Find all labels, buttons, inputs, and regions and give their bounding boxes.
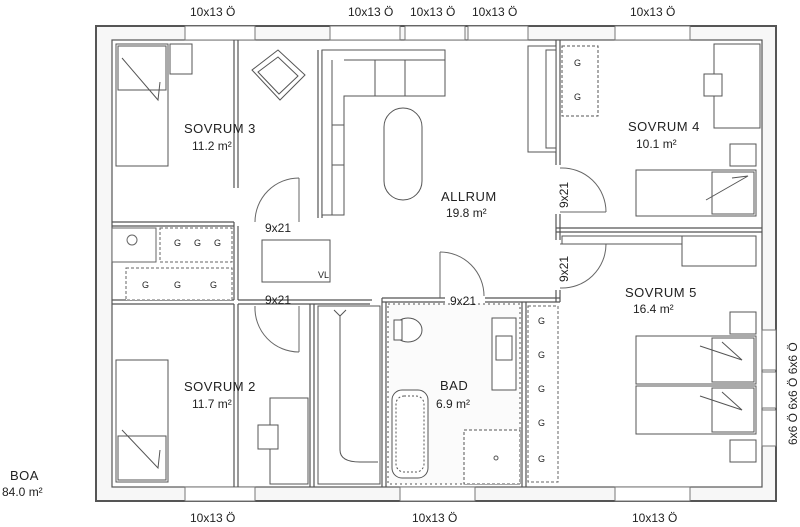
- svg-text:G: G: [174, 280, 181, 290]
- door-label: 9x21: [557, 256, 571, 282]
- window-label: 10x13 Ö: [630, 5, 675, 19]
- window-label: 10x13 Ö: [410, 5, 455, 19]
- svg-text:G: G: [538, 418, 545, 428]
- svg-text:G: G: [538, 316, 545, 326]
- room-name-sovrum5: SOVRUM 5: [625, 285, 697, 300]
- room-area-sovrum2: 11.7 m²: [192, 397, 232, 411]
- window-label: 10x13 Ö: [472, 5, 517, 19]
- svg-text:G: G: [194, 238, 201, 248]
- window-label: 10x13 Ö: [190, 5, 235, 19]
- room-area-bad: 6.9 m²: [436, 397, 470, 411]
- boa-label: BOA: [10, 468, 39, 483]
- svg-text:G: G: [174, 238, 181, 248]
- svg-text:G: G: [214, 238, 221, 248]
- svg-text:G: G: [142, 280, 149, 290]
- room-labels: SOVRUM 3 11.2 m² SOVRUM 4 10.1 m² ALLRUM…: [184, 119, 700, 411]
- bath-cabinets: [527, 305, 559, 483]
- window-label: 10x13 Ö: [412, 511, 457, 525]
- sovrum4-marks: G G: [574, 58, 581, 102]
- right-window-openings: [761, 329, 777, 447]
- bed-sovrum2: [115, 359, 309, 485]
- right-window-label: 6x6 Ö 6x6 Ö 6x6 Ö: [786, 342, 800, 445]
- room-name-allrum: ALLRUM: [441, 189, 497, 204]
- door-label: 9x21: [450, 294, 476, 308]
- ventilation-label: VL: [318, 270, 329, 280]
- door-label: 9x21: [265, 293, 291, 307]
- coffee-table: [383, 107, 423, 201]
- room-name-bad: BAD: [440, 378, 468, 393]
- sovrum5-furniture: [635, 235, 757, 463]
- door-labels: 9x21 9x21 9x21 9x21 9x21: [265, 182, 571, 308]
- shower-column: [317, 305, 381, 485]
- room-area-sovrum5: 16.4 m²: [633, 302, 674, 316]
- svg-text:G: G: [538, 384, 545, 394]
- bottom-window-openings: [184, 486, 691, 502]
- boa-summary: BOA 84.0 m²: [2, 468, 43, 499]
- svg-text:G: G: [538, 350, 545, 360]
- room-name-sovrum3: SOVRUM 3: [184, 121, 256, 136]
- top-window-openings: [184, 25, 691, 41]
- window-label: 10x13 Ö: [348, 5, 393, 19]
- hall-wardrobes: [111, 227, 233, 301]
- door-label: 9x21: [265, 221, 291, 235]
- armchair: [251, 49, 306, 101]
- door-label: 9x21: [557, 182, 571, 208]
- room-area-allrum: 19.8 m²: [446, 206, 487, 220]
- svg-text:G: G: [574, 58, 581, 68]
- corridor-closet: [561, 235, 683, 245]
- boa-value: 84.0 m²: [2, 485, 43, 499]
- bath-cabinet-marks: G G G G G: [538, 316, 545, 464]
- sovrum4-furniture: [527, 43, 761, 217]
- top-window-labels: 10x13 Ö 10x13 Ö 10x13 Ö 10x13 Ö 10x13 Ö: [190, 5, 675, 19]
- window-label: 10x13 Ö: [632, 511, 677, 525]
- room-name-sovrum4: SOVRUM 4: [628, 119, 700, 134]
- corner-sofa: [321, 49, 446, 216]
- room-area-sovrum4: 10.1 m²: [636, 137, 677, 151]
- bottom-window-labels: 10x13 Ö 10x13 Ö 10x13 Ö: [190, 511, 677, 525]
- window-label: 10x13 Ö: [190, 511, 235, 525]
- ventilation-unit: VL: [261, 239, 331, 283]
- room-area-sovrum3: 11.2 m²: [192, 139, 232, 153]
- hall-wardrobe-marks: G G G G G G: [142, 238, 221, 290]
- room-name-sovrum2: SOVRUM 2: [184, 379, 256, 394]
- bed-sovrum3: [115, 43, 193, 167]
- svg-text:G: G: [210, 280, 217, 290]
- svg-text:G: G: [574, 92, 581, 102]
- svg-text:G: G: [538, 454, 545, 464]
- bathroom-fixtures: [387, 303, 521, 485]
